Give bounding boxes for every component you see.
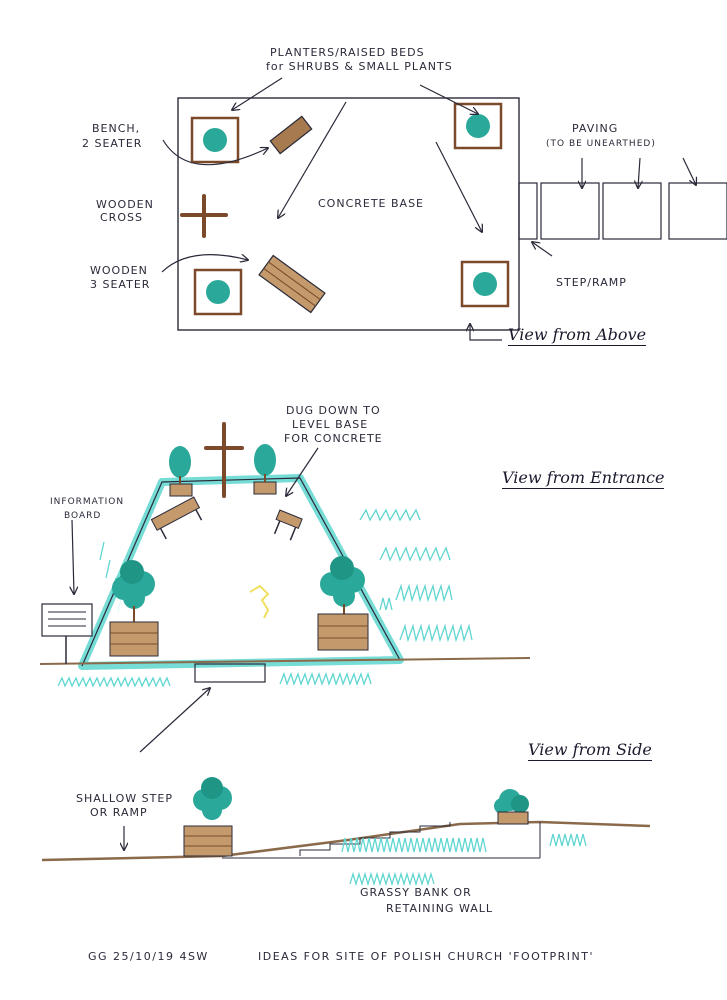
label-bench-three-b: 3 SEATER <box>90 278 151 291</box>
arrow-bench2 <box>162 139 268 166</box>
arrow-info-board <box>72 519 74 594</box>
label-grassy-bank: GRASSY BANK OR <box>360 886 472 899</box>
label-paving-sub: (TO BE UNEARTHED) <box>546 139 656 149</box>
arrow-step <box>532 242 553 257</box>
label-dug-down-c: FOR CONCRETE <box>284 432 383 445</box>
bench-right-elevation <box>273 509 303 541</box>
ground-line-left <box>41 854 223 862</box>
paving-slabs <box>518 182 727 240</box>
arrow-planters-right <box>419 84 478 114</box>
arrow-planters-left <box>232 77 283 110</box>
entrance-view <box>39 422 531 753</box>
bench-left-elevation <box>150 496 203 540</box>
heading-view-from-entrance: View from Entrance <box>502 468 665 489</box>
plan-view <box>161 77 727 341</box>
label-planters-sub: for SHRUBS & SMALL PLANTS <box>266 60 453 73</box>
planter-plan-top-right <box>453 102 503 150</box>
planter-plan-bottom-right <box>460 260 510 308</box>
bank-top-line <box>221 820 651 858</box>
side-planter-right <box>494 789 529 825</box>
bank-grass <box>341 833 587 887</box>
label-cross-a: WOODEN <box>96 198 154 211</box>
heading-view-from-side: View from Side <box>528 740 652 761</box>
bench-two-seater-plan <box>269 115 313 155</box>
label-cross-b: CROSS <box>100 211 143 224</box>
footer-initials-date: GG 25/10/19 4SW <box>88 950 209 963</box>
arrow-view-above <box>470 324 502 341</box>
bench-three-seater-plan <box>258 254 326 314</box>
front-planter-left <box>109 560 159 657</box>
entrance-arrows <box>72 447 319 753</box>
planter-plan-bottom-left <box>193 268 243 316</box>
label-dug-down-a: DUG DOWN TO <box>286 404 381 417</box>
label-bench-three-a: WOODEN <box>90 264 148 277</box>
label-retaining-wall: RETAINING WALL <box>386 902 494 915</box>
label-board: BOARD <box>64 511 102 521</box>
label-dug-down-b: LEVEL BASE <box>292 418 369 431</box>
entrance-step <box>194 663 266 683</box>
arrow-entrance-step <box>139 688 210 753</box>
arrow-paving-2 <box>638 157 640 188</box>
arrow-paving-3 <box>682 157 696 185</box>
back-planter-left <box>169 446 193 497</box>
arrow-dug-down <box>286 447 319 496</box>
label-shallow-step: SHALLOW STEP <box>76 792 173 805</box>
yellow-mark <box>249 584 270 619</box>
side-planter-left <box>183 777 233 857</box>
arrow-planters-center <box>278 101 347 218</box>
label-bench-two-b: 2 SEATER <box>82 137 143 150</box>
label-concrete-base: CONCRETE BASE <box>318 197 425 210</box>
heading-view-from-above: View from Above <box>508 325 647 346</box>
label-step-ramp: STEP/RAMP <box>556 276 627 289</box>
planter-plan-top-left <box>190 116 240 164</box>
grass-hatching <box>57 508 473 688</box>
label-information: INFORMATION <box>50 497 125 507</box>
front-planter-right <box>317 556 369 651</box>
plan-arrows <box>161 77 696 341</box>
arrow-planters-lower-right <box>435 141 482 232</box>
label-paving: PAVING <box>572 122 619 135</box>
label-planters: PLANTERS/RAISED BEDS <box>270 46 425 59</box>
cross-plan <box>180 194 228 238</box>
label-bench-two-a: BENCH, <box>92 122 141 135</box>
cross-elevation <box>204 422 244 498</box>
back-planter-right <box>253 444 277 495</box>
information-board <box>41 603 93 664</box>
arrow-bench3 <box>161 255 248 273</box>
label-or-ramp: OR RAMP <box>90 806 148 819</box>
side-view <box>41 777 651 887</box>
ground-line-entrance <box>39 657 531 665</box>
footer-title: IDEAS FOR SITE OF POLISH CHURCH 'FOOTPRI… <box>258 950 595 963</box>
